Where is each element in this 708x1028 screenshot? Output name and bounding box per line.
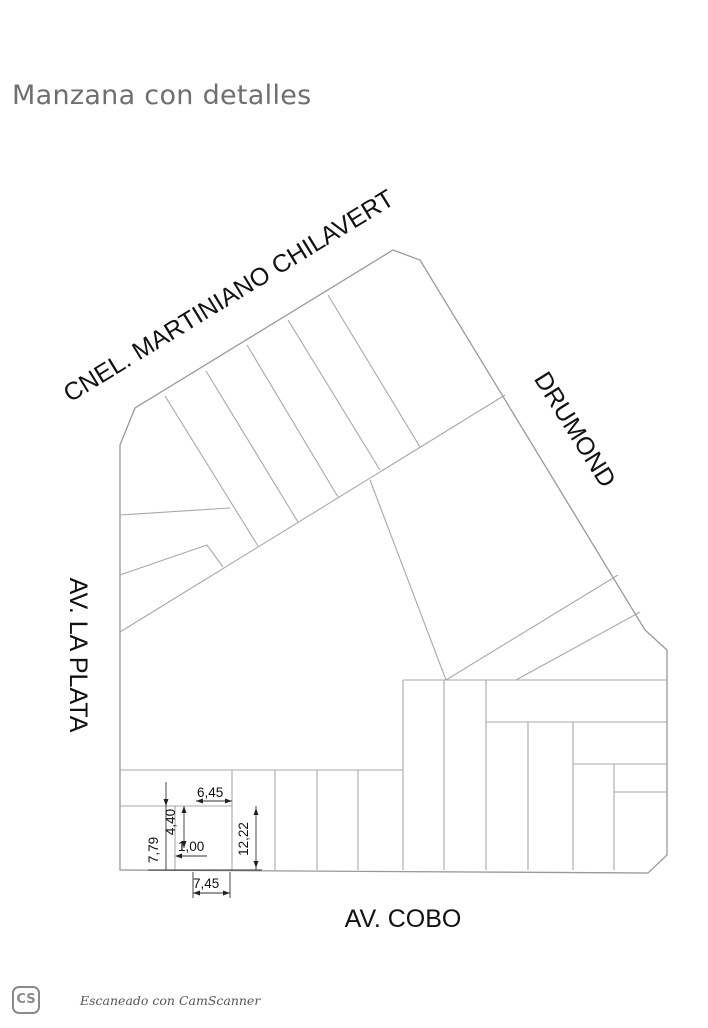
street-label-east: DRUMOND — [528, 367, 621, 493]
central-lots — [369, 479, 641, 681]
camscanner-logo: CS — [12, 986, 40, 1014]
northern-lots — [119, 294, 506, 633]
block-outline — [119, 249, 668, 874]
dimension-full-depth: 12,22 — [236, 822, 251, 856]
street-label-south: AV. COBO — [345, 905, 462, 933]
dimension-bottom-width: 7,45 — [193, 876, 219, 891]
page-title: Manzana con detalles — [12, 80, 312, 111]
dimension-left-depth: 7,79 — [146, 837, 161, 863]
dimension-lines — [148, 782, 262, 898]
southern-lots — [120, 769, 403, 870]
dimension-gap: 1,00 — [178, 839, 204, 854]
street-label-west: AV. LA PLATA — [64, 578, 92, 733]
street-label-north: CNEL. MARTINIANO CHILAVERT — [59, 184, 399, 407]
southeast-lots — [402, 679, 667, 870]
camscanner-caption: Escaneado con CamScanner — [80, 993, 261, 1008]
dimension-top-width: 6,45 — [197, 785, 223, 800]
dimension-mid-depth: 4,40 — [163, 809, 178, 835]
